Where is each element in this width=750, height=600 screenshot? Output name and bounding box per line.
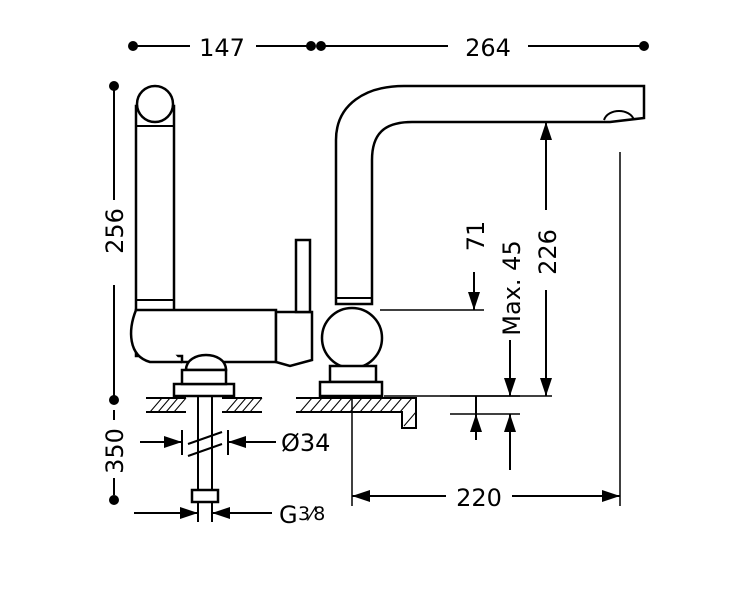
dim-left-height: 256 350 — [101, 81, 129, 505]
dim-label-thread: G — [279, 501, 298, 529]
dim-label-350: 350 — [101, 428, 129, 474]
dim-label-220: 220 — [456, 484, 502, 512]
spout-side-view — [318, 84, 646, 398]
dim-max-deck: Max. 45 — [450, 240, 526, 470]
dim-spout-height: 226 — [384, 122, 562, 397]
dim-thread: G 3⁄8 — [134, 501, 325, 529]
dim-label-147: 147 — [199, 34, 245, 62]
dim-label-264: 264 — [465, 34, 511, 62]
dim-label-max45: Max. 45 — [498, 240, 526, 335]
dim-label-71: 71 — [462, 221, 490, 252]
dim-label-256: 256 — [101, 208, 129, 254]
shank — [187, 396, 223, 522]
dim-lever-height: 71 — [380, 221, 490, 311]
dim-label-226: 226 — [534, 229, 562, 275]
dim-diameter: Ø34 — [140, 429, 330, 457]
countertop-left — [146, 397, 263, 413]
dim-label-thread-fraction: 3⁄8 — [298, 503, 325, 525]
dim-top-width: 147 264 — [128, 34, 649, 62]
dim-label-diameter: Ø34 — [281, 429, 330, 457]
mixer-side-view — [129, 84, 314, 398]
countertop-right — [296, 397, 417, 429]
dim-reach: 220 — [351, 152, 621, 512]
